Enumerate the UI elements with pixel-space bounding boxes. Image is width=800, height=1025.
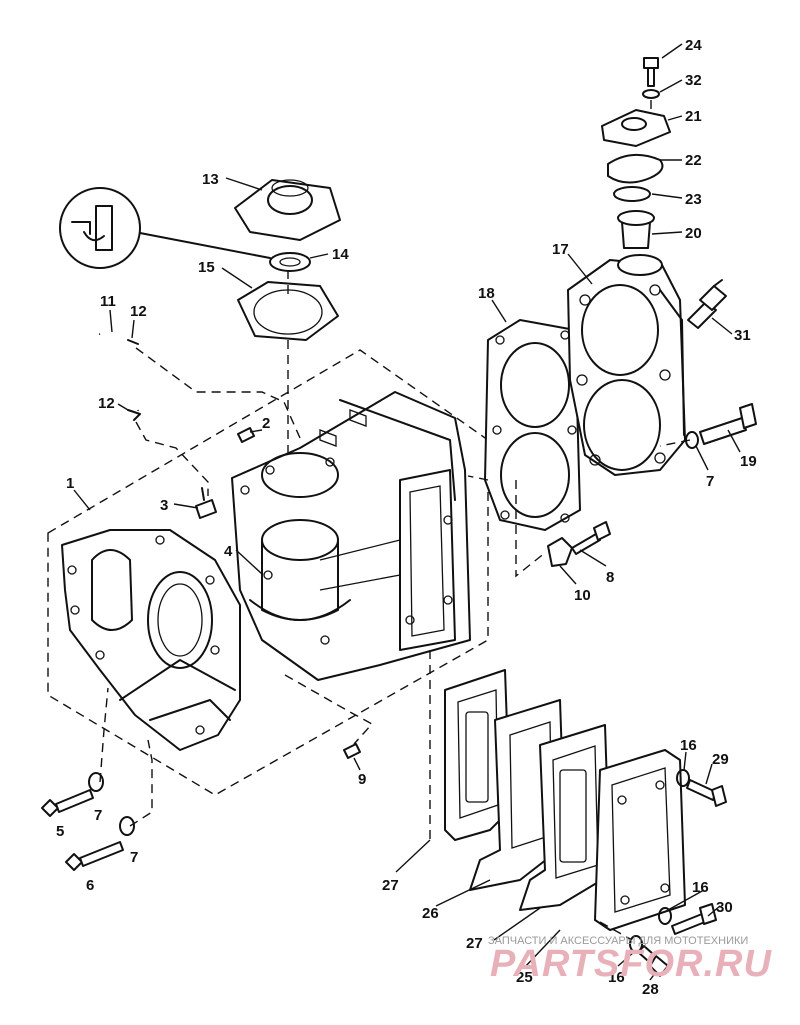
callout-24: 24	[685, 37, 702, 54]
watermark-caption: ЗАПЧАСТИ И АКСЕССУАРЫ ДЛЯ МОТОТЕХНИКИ	[488, 935, 748, 947]
thermostat-cover-21	[601, 109, 671, 147]
callout-16-top: 16	[680, 737, 697, 754]
callout-12-lower: 12	[98, 395, 115, 412]
bolt-24	[643, 57, 659, 87]
washer-16-mid	[658, 907, 672, 925]
gasket-22	[607, 153, 664, 184]
callout-16-mid: 16	[692, 879, 709, 896]
callout-25: 25	[516, 969, 533, 986]
callout-2: 2	[262, 415, 270, 432]
callout-15: 15	[198, 259, 215, 276]
spark-plug-31	[687, 279, 727, 329]
callout-19: 19	[740, 453, 757, 470]
bearing-cage-13	[234, 179, 341, 241]
callout-31: 31	[734, 327, 751, 344]
callout-8: 8	[606, 569, 614, 586]
washer-7-lower	[119, 816, 135, 836]
exhaust-cover-plate-25	[594, 749, 686, 931]
hose-11	[99, 330, 141, 411]
callout-21: 21	[685, 108, 702, 125]
inset-pointer-line	[139, 232, 271, 259]
crankcase-cover	[61, 529, 241, 751]
callout-1: 1	[66, 475, 74, 492]
bolt-30	[671, 903, 717, 935]
thermostat-20	[617, 210, 655, 249]
bolt-19	[699, 403, 757, 445]
callout-13: 13	[202, 171, 219, 188]
callout-6: 6	[86, 877, 94, 894]
callout-11: 11	[100, 293, 116, 310]
bolt-5	[41, 789, 94, 817]
clamp-12-upper	[127, 339, 139, 345]
callout-7-upper: 7	[94, 807, 102, 824]
head-gasket-18	[484, 319, 581, 531]
bolt-28	[637, 945, 669, 977]
callout-28: 28	[642, 981, 659, 998]
anode-block-10	[547, 537, 573, 567]
callout-17: 17	[552, 241, 569, 258]
callout-27-lower: 27	[466, 935, 483, 952]
callout-7-head: 7	[706, 473, 714, 490]
callout-27-upper: 27	[382, 877, 399, 894]
bolt-29	[686, 779, 727, 807]
clamp-12-lower	[127, 409, 141, 421]
callout-labels: 24 32 21 22 23 20 13 14 15 17 18 31 11 1…	[56, 37, 757, 998]
dowel-pin-2	[237, 427, 255, 443]
washer-7-upper	[88, 772, 104, 792]
callout-12-upper: 12	[130, 303, 147, 320]
fitting-3	[195, 487, 217, 519]
washer-32	[642, 89, 660, 99]
callout-5: 5	[56, 823, 64, 840]
callout-29: 29	[712, 751, 729, 768]
oil-seal-14	[269, 252, 311, 272]
washer-7-head	[685, 431, 699, 449]
detail-inset-circle	[59, 187, 141, 269]
cylinder-head-17	[567, 254, 686, 476]
assembly-centerlines	[99, 100, 691, 941]
watermark: ЗАПЧАСТИ И АКСЕССУАРЫ ДЛЯ МОТОТЕХНИКИ PA…	[488, 935, 772, 985]
callout-4: 4	[224, 543, 233, 560]
callout-32: 32	[685, 72, 702, 89]
screw-8	[571, 521, 611, 555]
callout-10: 10	[574, 587, 591, 604]
callout-14: 14	[332, 246, 349, 263]
callout-16-bottom: 16	[608, 969, 625, 986]
dowel-pin-9	[343, 743, 361, 759]
callout-30: 30	[716, 899, 733, 916]
callout-7-lower: 7	[130, 849, 138, 866]
washer-16-bottom	[629, 935, 643, 953]
callout-26: 26	[422, 905, 439, 922]
callout-20: 20	[685, 225, 702, 242]
bolt-6	[65, 841, 124, 871]
seal-23	[613, 186, 651, 202]
callout-18: 18	[478, 285, 495, 302]
callout-22: 22	[685, 152, 702, 169]
watermark-logo: PARTSFOR.RU	[490, 943, 772, 985]
crankcase-assembly-outline	[47, 349, 489, 796]
washer-16-top	[676, 769, 690, 787]
callout-23: 23	[685, 191, 702, 208]
callout-3: 3	[160, 497, 168, 514]
callout-9: 9	[358, 771, 366, 788]
cylinder-block	[231, 391, 471, 681]
callout-leaders	[73, 43, 741, 981]
